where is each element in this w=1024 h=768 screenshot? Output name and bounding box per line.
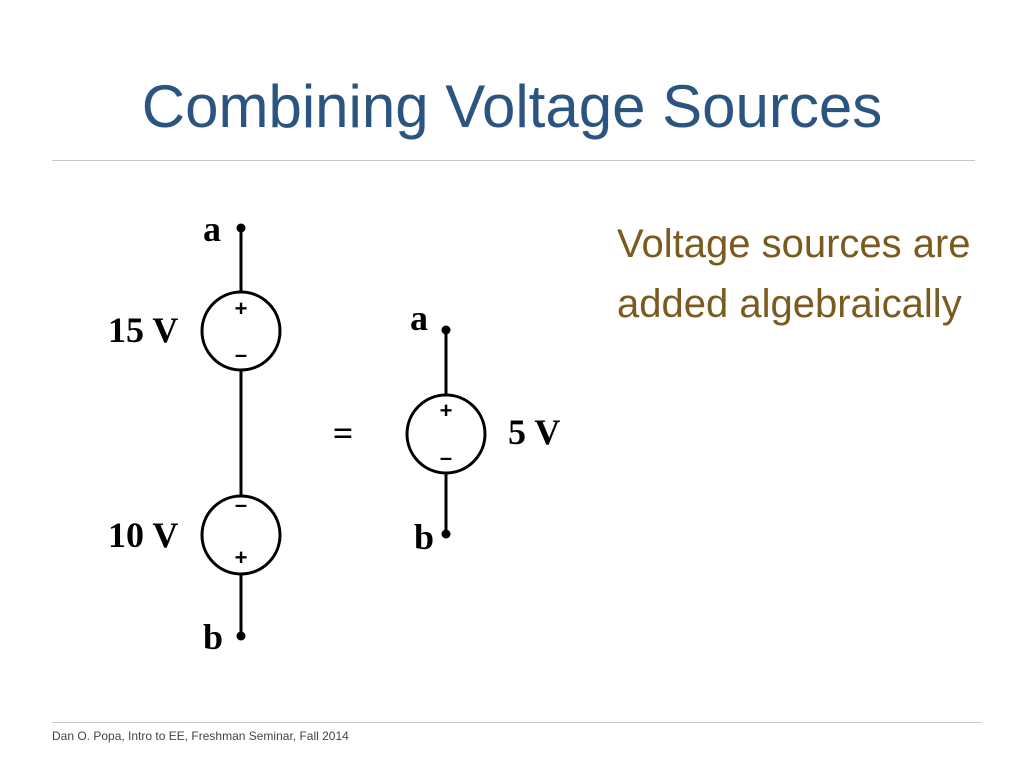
title-divider	[52, 160, 975, 161]
right-upper-sign: +	[440, 398, 453, 423]
left-terminal-a-dot	[236, 223, 246, 233]
bullet-line-2: added algebraically	[617, 282, 962, 326]
left-top-lower-sign: –	[235, 342, 247, 367]
footer-text: Dan O. Popa, Intro to EE, Freshman Semin…	[52, 729, 349, 743]
right-terminal-b-dot	[441, 529, 451, 539]
right-lower-sign: –	[440, 445, 452, 470]
right-terminal-a-label: a	[410, 298, 428, 338]
left-terminal-b-label: b	[203, 617, 223, 657]
bullet-line-1: Voltage sources are	[617, 222, 971, 266]
right-terminal-b-label: b	[414, 517, 434, 557]
left-top-upper-sign: +	[235, 296, 248, 321]
left-bottom-lower-sign: +	[235, 545, 248, 570]
left-terminal-b-dot	[236, 631, 246, 641]
left-top-source-value: 15 V	[108, 310, 178, 350]
left-terminal-a-label: a	[203, 209, 221, 249]
bullet-text: Voltage sources are added algebraically	[617, 214, 1024, 334]
equals-sign: =	[333, 413, 354, 453]
right-terminal-a-dot	[441, 325, 451, 335]
slide-title: Combining Voltage Sources	[141, 73, 883, 140]
left-bottom-source-value: 10 V	[108, 515, 178, 555]
right-source-value: 5 V	[508, 412, 560, 452]
footer-divider	[52, 722, 982, 723]
left-bottom-upper-sign: –	[235, 492, 247, 517]
